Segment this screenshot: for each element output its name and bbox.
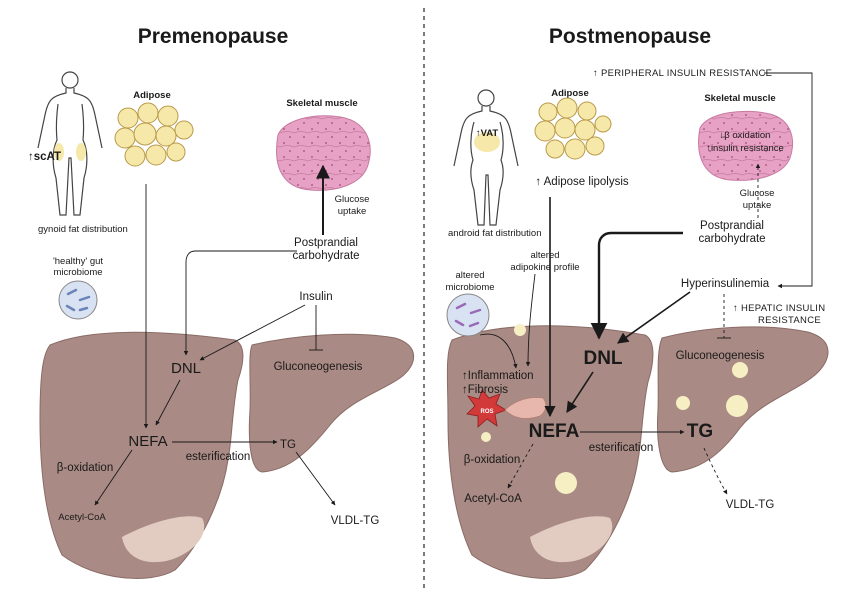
dnl-label: DNL [171, 360, 201, 377]
gallbladder [122, 516, 205, 563]
tg-label: TG [687, 421, 713, 442]
adipose-label: Adipose [133, 90, 170, 101]
insulin-label: Insulin [299, 291, 332, 303]
postmenopause-title: Postmenopause [549, 25, 711, 48]
skeletal-muscle-tissue [276, 115, 371, 191]
skeletal-muscle-label: Skeletal muscle [704, 93, 775, 104]
vldl-label: VLDL-TG [726, 499, 775, 511]
vat-fat-patch [474, 132, 500, 152]
glucose-uptake-label-2: uptake [743, 200, 772, 211]
android-body-figure [453, 89, 519, 226]
postprandial-label-1: Postprandial [294, 237, 358, 249]
altered-microbiome-icon [446, 293, 490, 337]
peripheral-insulin-resistance-label: ↑ PERIPHERAL INSULIN RESISTANCE [593, 68, 772, 79]
adipose-lipolysis-label: ↑ Adipose lipolysis [535, 176, 629, 188]
microbiome-label-2: microbiome [445, 282, 494, 293]
gut-microbiome-label-1: 'healthy' gut [53, 256, 103, 267]
tg-label: TG [280, 439, 296, 451]
postprandial-label-1: Postprandial [700, 220, 764, 232]
fat-distribution-label: android fat distribution [448, 228, 541, 239]
lipid-droplets [481, 324, 748, 494]
fibrosis-label: ↑Fibrosis [462, 384, 508, 396]
gallbladder [530, 516, 613, 563]
beta-oxidation-label: β-oxidation [57, 462, 113, 474]
postprandial-label-2: carbohydrate [292, 250, 359, 262]
hepatic-insulin-resistance-label-2: RESISTANCE [758, 315, 821, 326]
premenopause-arrows [94, 184, 336, 506]
postmenopause-arrows [479, 72, 813, 495]
liver-left-lobe [446, 325, 654, 579]
nefa-label: NEFA [529, 421, 580, 442]
nefa-label: NEFA [128, 433, 167, 450]
adipokine-label-1: altered [530, 250, 559, 261]
vldl-label: VLDL-TG [331, 515, 380, 527]
acetyl-coa-label: Acetyl-CoA [464, 493, 522, 505]
liver-right-lobe [248, 333, 415, 473]
ros-label: ROS [480, 409, 493, 415]
bacteria-icon [454, 302, 482, 328]
dnl-label: DNL [583, 348, 622, 369]
scat-fat-patch [54, 143, 64, 161]
esterification-label: esterification [186, 451, 251, 463]
adipokine-label-2: adipokine profile [510, 262, 579, 273]
vat-label: ↑VAT [476, 128, 499, 139]
gut-microbiome-label-2: microbiome [53, 267, 102, 278]
muscle-insulin-resistance-label: ↑insulin resistance [706, 143, 784, 154]
gluconeogenesis-label: Gluconeogenesis [676, 350, 765, 362]
microbiome-label-1: altered [455, 270, 484, 281]
acetyl-coa-label: Acetyl-CoA [58, 512, 106, 523]
scat-fat-patch-right [76, 143, 86, 161]
postprandial-label-2: carbohydrate [698, 233, 765, 245]
beta-oxidation-label: β-oxidation [464, 454, 520, 466]
skeletal-muscle-tissue [698, 110, 793, 181]
premenopause-panel: Premenopause ↑scAT gynoid fat distributi… [28, 25, 415, 579]
hepatic-insulin-resistance-label-1: ↑ HEPATIC INSULIN [733, 303, 825, 314]
gluconeogenesis-label: Gluconeogenesis [274, 361, 363, 373]
adipose-cluster [114, 102, 194, 167]
adipose-label: Adipose [551, 88, 588, 99]
ros-icon [466, 389, 507, 428]
skeletal-muscle-label: Skeletal muscle [286, 98, 357, 109]
inflammation-label: ↑Inflammation [462, 370, 534, 382]
glucose-uptake-label-2: uptake [338, 206, 367, 217]
gut-microbiome-icon [58, 280, 98, 320]
glucose-uptake-label-1: Glucose [335, 194, 370, 205]
hyperinsulinemia-label: Hyperinsulinemia [681, 278, 770, 290]
bacteria-icon [65, 288, 91, 312]
muscle-beta-oxidation-label: ↓β oxidation [720, 130, 771, 141]
fat-distribution-label: gynoid fat distribution [38, 224, 128, 235]
esterification-label: esterification [589, 442, 654, 454]
scat-label: ↑scAT [28, 151, 61, 163]
adipose-cluster [534, 97, 612, 160]
gynoid-body-figure [37, 71, 103, 216]
premenopause-title: Premenopause [138, 25, 289, 48]
glucose-uptake-label-1: Glucose [740, 188, 775, 199]
postmenopause-panel: Postmenopause ROS ↑VAT android fat distr… [445, 25, 829, 579]
